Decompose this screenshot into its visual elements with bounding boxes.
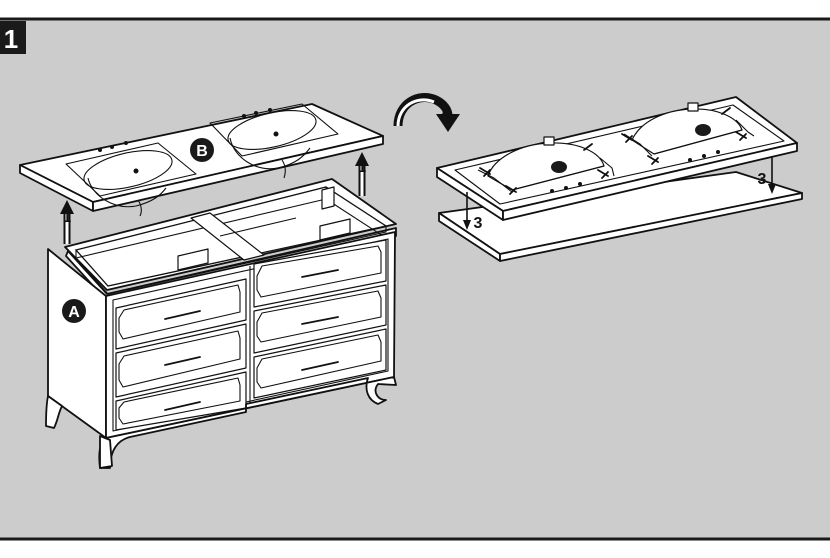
lift-step-label-left: 1 xyxy=(63,209,71,226)
callout-a-text: A xyxy=(68,304,80,321)
drawer-right-2 xyxy=(253,284,387,354)
countertop-flipped xyxy=(436,96,798,221)
sink-bowl-right xyxy=(623,102,755,157)
step-number-box: 1 xyxy=(0,21,26,54)
sink-right xyxy=(209,103,339,179)
clip-step-label-right: 3 xyxy=(758,171,767,188)
drawer-left-2 xyxy=(115,323,247,398)
lift-step-label-right: 1 xyxy=(358,159,366,176)
drawer-right-1 xyxy=(253,239,387,308)
flip-step-label: 2 xyxy=(442,109,451,126)
clip-markers xyxy=(479,107,747,195)
sink-bowl-left xyxy=(477,136,615,193)
clip-arrow-right xyxy=(768,156,776,194)
vanity-cabinet xyxy=(45,178,397,469)
lift-arrow-left xyxy=(60,200,74,244)
drawer-right-3 xyxy=(253,328,387,399)
drawer-left-1 xyxy=(115,278,247,350)
clip-arrow-left xyxy=(463,192,471,230)
lift-arrow-right xyxy=(355,152,369,196)
callout-badge-b: B xyxy=(190,138,214,162)
sink-left xyxy=(65,141,197,217)
step-number: 1 xyxy=(4,24,18,54)
clip-step-label-left: 3 xyxy=(474,215,483,232)
callout-badge-a: A xyxy=(62,299,86,323)
callout-b-text: B xyxy=(196,143,208,160)
flip-arrow-icon xyxy=(393,93,460,132)
